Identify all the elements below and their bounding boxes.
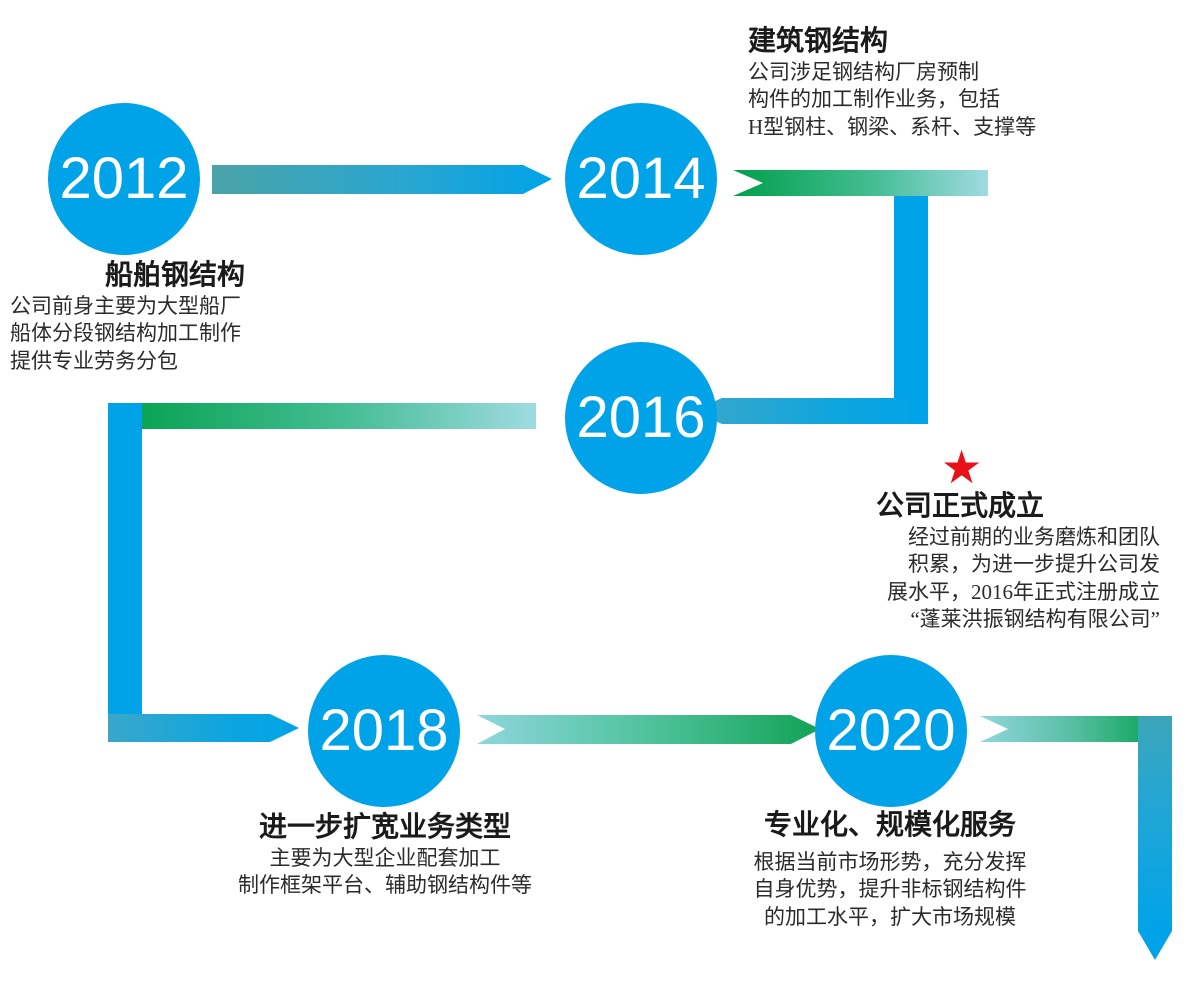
milestone-2020-line-1: 根据当前市场形势，充分发挥 xyxy=(753,850,1027,875)
year-label-2018: 2018 xyxy=(319,698,449,763)
year-label-2014: 2014 xyxy=(576,146,706,211)
milestone-2020-title: 专业化、规模化服务 xyxy=(763,809,1016,840)
star-glyph: ★ xyxy=(941,441,983,493)
year-node-2018[interactable]: 2018 xyxy=(308,655,460,807)
milestone-2016-line-2: 积累，为进一步提升公司发 xyxy=(908,552,1160,577)
milestone-2016: 公司正式成立 经过前期的业务磨炼和团队 积累，为进一步提升公司发 展水平，201… xyxy=(760,489,1160,633)
connector-2016-to-2018 xyxy=(108,403,536,742)
year-label-2012: 2012 xyxy=(59,146,189,211)
milestone-2016-line-4: “蓬莱洪振钢结构有限公司” xyxy=(910,606,1160,631)
milestone-2018-body: 主要为大型企业配套加工 制作框架平台、辅助钢结构件等 xyxy=(165,845,605,900)
connector-2018-to-2020 xyxy=(477,715,820,744)
year-node-2016[interactable]: 2016 xyxy=(565,342,717,494)
milestone-2016-body: 经过前期的业务磨炼和团队 积累，为进一步提升公司发 展水平，2016年正式注册成… xyxy=(760,524,1160,633)
milestone-2012-line-1: 公司前身主要为大型船厂 xyxy=(10,294,241,319)
year-node-2012[interactable]: 2012 xyxy=(48,103,200,255)
connector-2020-to-end xyxy=(980,716,1172,960)
milestone-2020-line-2: 自身优势，提升非标钢结构件 xyxy=(753,877,1027,902)
year-node-2014[interactable]: 2014 xyxy=(565,103,717,255)
milestone-2014-title: 建筑钢结构 xyxy=(748,25,889,56)
milestone-2012-line-3: 提供专业劳务分包 xyxy=(10,348,178,373)
connector-2014-to-2016 xyxy=(692,170,988,424)
milestone-2012: 船舶钢结构 公司前身主要为大型船厂 船体分段钢结构加工制作 提供专业劳务分包 xyxy=(10,258,340,375)
milestone-2012-body: 公司前身主要为大型船厂 船体分段钢结构加工制作 提供专业劳务分包 xyxy=(10,293,340,375)
milestone-2016-line-1: 经过前期的业务磨炼和团队 xyxy=(908,525,1160,550)
milestone-2018-title: 进一步扩宽业务类型 xyxy=(258,811,511,842)
milestone-2012-title: 船舶钢结构 xyxy=(104,259,245,290)
milestone-2014-line-3: H型钢柱、钢梁、系杆、支撑等 xyxy=(748,114,1037,139)
milestone-2014: 建筑钢结构 公司涉足钢结构厂房预制 构件的加工制作业务，包括 H型钢柱、钢梁、系… xyxy=(748,24,1168,141)
milestone-2020-line-3: 的加工水平，扩大市场规模 xyxy=(764,904,1016,929)
year-label-2016: 2016 xyxy=(576,385,706,450)
milestone-2016-line-3: 展水平，2016年正式注册成立 xyxy=(887,579,1160,604)
milestone-2020-body: 根据当前市场形势，充分发挥 自身优势，提升非标钢结构件 的加工水平，扩大市场规模 xyxy=(670,849,1110,931)
year-node-2020[interactable]: 2020 xyxy=(815,655,967,807)
milestone-2012-line-2: 船体分段钢结构加工制作 xyxy=(10,321,241,346)
milestone-2014-body: 公司涉足钢结构厂房预制 构件的加工制作业务，包括 H型钢柱、钢梁、系杆、支撑等 xyxy=(748,59,1168,141)
milestone-2020: 专业化、规模化服务 根据当前市场形势，充分发挥 自身优势，提升非标钢结构件 的加… xyxy=(670,808,1110,931)
milestone-2016-title: 公司正式成立 xyxy=(875,490,1044,521)
milestone-2018-line-1: 主要为大型企业配套加工 xyxy=(269,846,501,871)
year-label-2020: 2020 xyxy=(826,698,956,763)
milestone-2018-line-2: 制作框架平台、辅助钢结构件等 xyxy=(238,873,532,898)
star-icon: ★ xyxy=(941,444,982,490)
milestone-2014-line-2: 构件的加工制作业务，包括 xyxy=(748,87,1000,112)
connector-2012-to-2014 xyxy=(212,165,552,194)
milestone-2014-line-1: 公司涉足钢结构厂房预制 xyxy=(748,60,979,85)
milestone-2018: 进一步扩宽业务类型 主要为大型企业配套加工 制作框架平台、辅助钢结构件等 xyxy=(165,810,605,900)
